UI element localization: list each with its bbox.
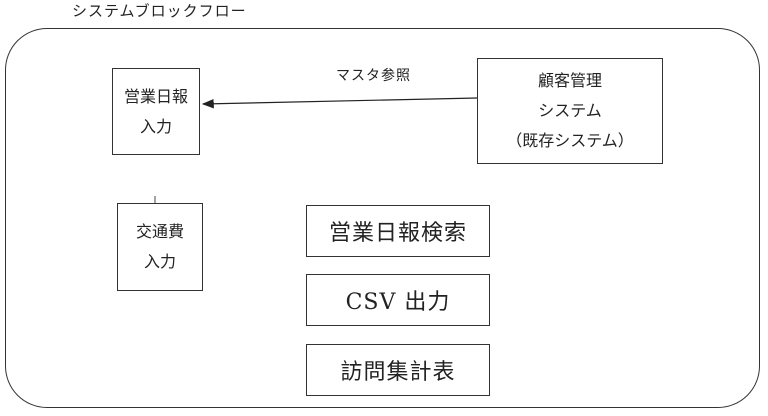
daily-report-input-line1: 営業日報 [123, 86, 188, 106]
customer-management-line2: システム [538, 101, 602, 120]
daily-report-search-label: 営業日報検索 [328, 221, 467, 246]
daily-report-input-box: 営業日報 入力 [112, 68, 200, 155]
master-reference-label: マスタ参照 [336, 68, 411, 84]
expense-input-line1: 交通費 [135, 222, 184, 241]
customer-management-line1: 顧客管理 [537, 71, 602, 90]
csv-output-box: CSV 出力 [306, 274, 490, 326]
customer-management-box: 顧客管理 システム （既存システム） [477, 58, 663, 164]
system-boundary [5, 28, 760, 408]
expense-input-box: 交通費 入力 [117, 203, 203, 291]
diagram-title: システムブロックフロー [72, 2, 247, 20]
visit-summary-box: 訪問集計表 [306, 344, 490, 396]
master-reference-arrow [201, 97, 478, 109]
visit-summary-label: 訪問集計表 [340, 360, 456, 385]
daily-report-search-box: 営業日報検索 [306, 205, 490, 257]
expense-input-line2: 入力 [143, 252, 176, 271]
daily-report-input-line2: 入力 [139, 116, 172, 136]
customer-management-line3: （既存システム） [506, 131, 634, 150]
csv-output-label: CSV 出力 [345, 290, 451, 315]
